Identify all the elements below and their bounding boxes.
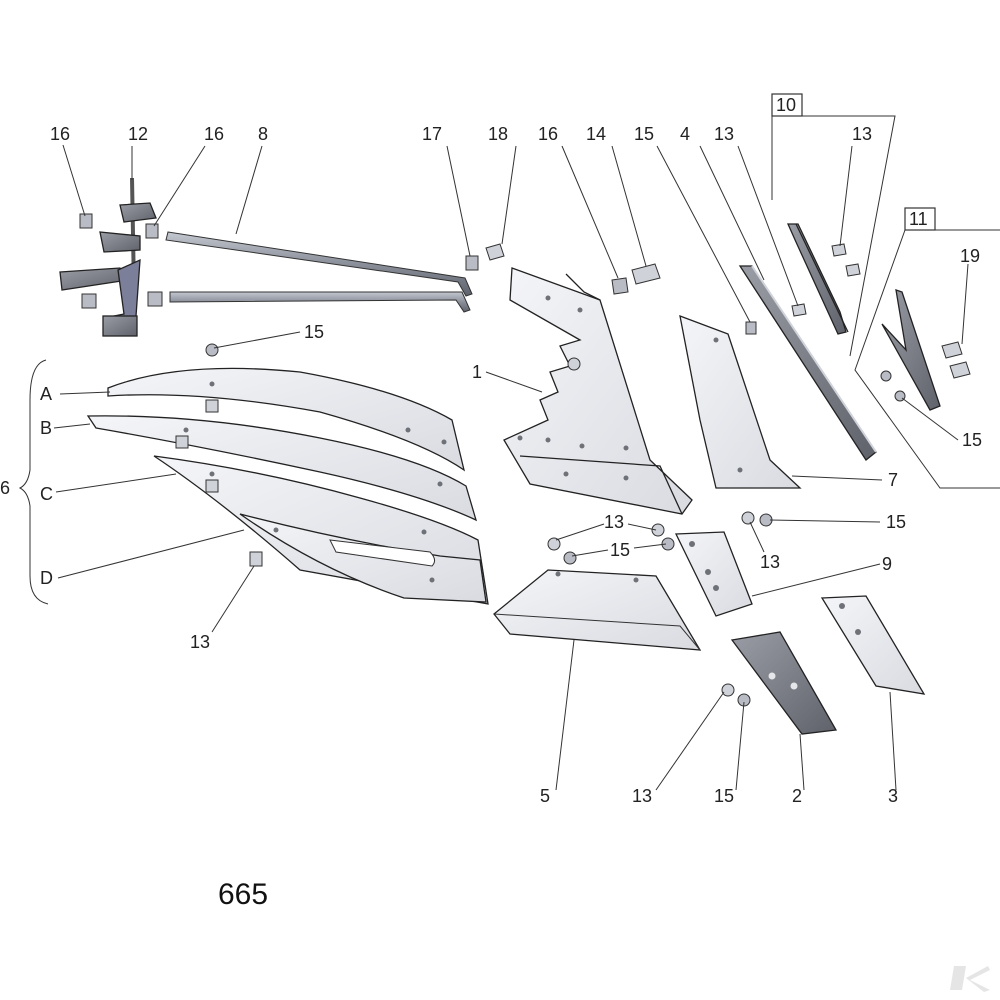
- label-4: 4: [680, 124, 690, 144]
- part-6-blades: [86, 367, 489, 605]
- label-10: 10: [776, 95, 796, 115]
- label-13e: 13: [760, 552, 780, 572]
- label-11: 11: [909, 209, 928, 229]
- leader-lines: [18, 144, 969, 791]
- label-15b: 15: [962, 430, 982, 450]
- part-3-plate: [820, 595, 926, 695]
- label-5: 5: [540, 786, 550, 806]
- hardware-mid: [547, 511, 773, 707]
- part-4-bar: [738, 265, 877, 461]
- label-A: A: [40, 384, 52, 404]
- label-2: 2: [792, 786, 802, 806]
- part-9-plate: [674, 531, 753, 617]
- label-B: B: [40, 418, 52, 438]
- label-13d: 13: [604, 512, 624, 532]
- hardware-top: [205, 243, 757, 357]
- figure-number: 665: [218, 878, 268, 911]
- label-15d: 15: [610, 540, 630, 560]
- label-C: C: [40, 484, 53, 504]
- label-15a: 15: [634, 124, 654, 144]
- label-19: 19: [960, 246, 980, 266]
- label-15e: 15: [886, 512, 906, 532]
- label-13b: 13: [852, 124, 872, 144]
- label-16a: 16: [50, 124, 70, 144]
- label-15f: 15: [714, 786, 734, 806]
- callout-labels: 16 12 16 8 17 18 16 14 15 4 13 10 13 11 …: [0, 95, 982, 806]
- part-2-plate: [730, 631, 838, 735]
- label-D: D: [40, 568, 53, 588]
- part-1-frog: [503, 267, 693, 515]
- label-3: 3: [888, 786, 898, 806]
- label-1: 1: [472, 362, 482, 382]
- part-5-share: [493, 569, 702, 651]
- label-14: 14: [586, 124, 606, 144]
- label-13f: 13: [632, 786, 652, 806]
- label-12: 12: [128, 124, 148, 144]
- label-17: 17: [422, 124, 442, 144]
- label-13a: 13: [714, 124, 734, 144]
- label-18: 18: [488, 124, 508, 144]
- label-7: 7: [888, 470, 898, 490]
- kit-11: [854, 207, 1000, 489]
- label-13c: 13: [190, 632, 210, 652]
- part-7-plate: [679, 314, 802, 489]
- label-16c: 16: [538, 124, 558, 144]
- label-15c: 15: [304, 322, 324, 342]
- part-12-bracket: [59, 177, 163, 337]
- corner-logo-icon: [950, 966, 990, 992]
- label-8: 8: [258, 124, 268, 144]
- label-9: 9: [882, 554, 892, 574]
- label-16b: 16: [204, 124, 224, 144]
- label-6: 6: [0, 478, 10, 498]
- kit-10: [771, 93, 896, 357]
- part-8-rods: [165, 231, 473, 313]
